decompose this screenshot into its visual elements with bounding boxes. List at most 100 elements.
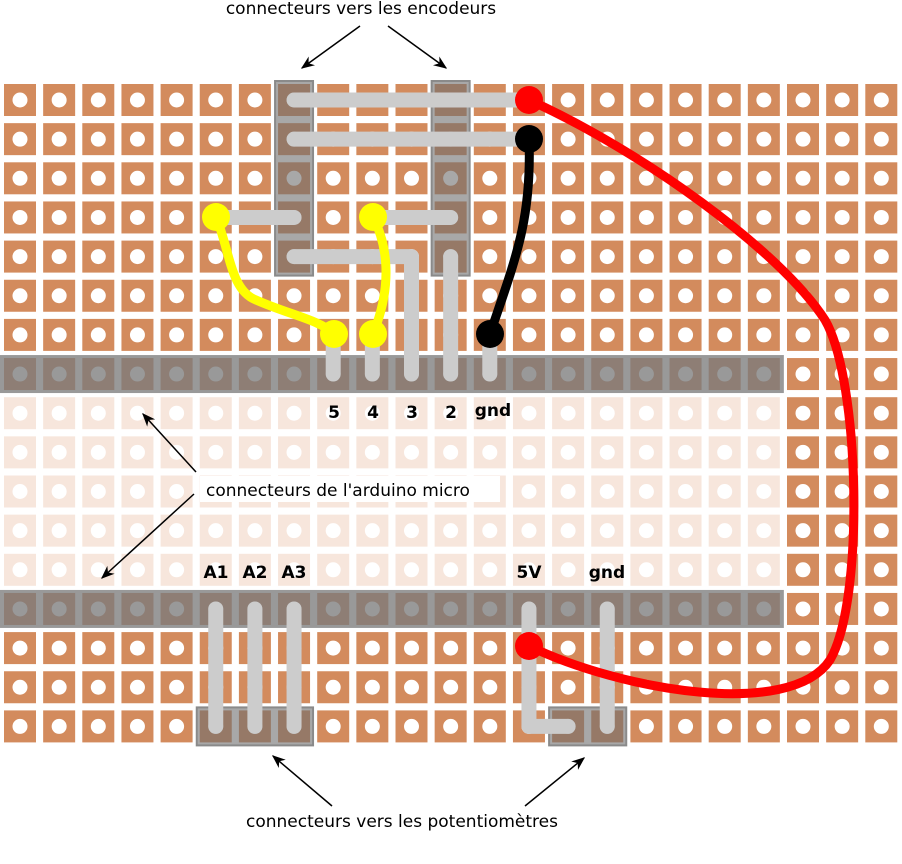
- pad-hole: [599, 288, 615, 304]
- pad-hole: [717, 405, 733, 421]
- pad-hole: [169, 679, 185, 695]
- pad-hole: [51, 679, 67, 695]
- pad-hole: [90, 327, 106, 343]
- pad-hole: [90, 523, 106, 539]
- annotation-potentiometers-text: connecteurs vers les potentiomètres: [246, 812, 558, 832]
- pad-hole: [717, 249, 733, 265]
- yellow-wire-end: [202, 203, 230, 231]
- pad-hole: [247, 92, 263, 108]
- pad-hole: [51, 92, 67, 108]
- pad-hole: [756, 562, 772, 578]
- pad-hole: [638, 170, 654, 186]
- pad-hole: [12, 484, 28, 499]
- pad-hole: [443, 640, 459, 656]
- pad-hole: [482, 288, 498, 304]
- copper-strip: [0, 355, 784, 394]
- pad-hole: [638, 288, 654, 304]
- pad-hole: [364, 405, 380, 421]
- pad-hole: [756, 601, 772, 617]
- pad-hole: [873, 405, 889, 421]
- pad-hole: [247, 366, 263, 382]
- pad-hole: [521, 562, 537, 578]
- pad-hole: [364, 444, 380, 460]
- pad-hole: [364, 562, 380, 578]
- pad-hole: [560, 131, 576, 147]
- pad-hole: [560, 679, 576, 695]
- pad-hole: [169, 640, 185, 656]
- pin-label: A3: [282, 563, 307, 583]
- pad-hole: [521, 249, 537, 265]
- pad-hole: [443, 718, 459, 734]
- pin-label: gnd: [475, 401, 511, 421]
- pad-hole: [51, 640, 67, 656]
- pin-label: 5V: [517, 563, 543, 583]
- arrow-icon: [387, 25, 448, 69]
- pad-hole: [717, 327, 733, 343]
- pad-hole: [756, 327, 772, 343]
- pad-hole: [560, 366, 576, 382]
- pad-hole: [717, 718, 733, 734]
- pad-hole: [795, 601, 811, 617]
- pad-hole: [678, 405, 694, 421]
- pad-hole: [129, 679, 145, 695]
- pad-hole: [325, 523, 341, 539]
- pad-hole: [404, 601, 419, 617]
- annotation-arduino: connecteurs de l'arduino micro: [101, 413, 500, 579]
- pad-hole: [12, 523, 28, 539]
- pad-hole: [482, 640, 498, 656]
- pad-hole: [560, 444, 576, 460]
- pad-hole: [90, 444, 106, 460]
- pad-hole: [482, 405, 498, 421]
- pad-hole: [325, 405, 341, 421]
- pad-hole: [678, 288, 694, 304]
- pad-hole: [51, 209, 67, 225]
- pad-hole: [364, 170, 380, 186]
- pad-hole: [795, 484, 811, 499]
- pad-hole: [560, 405, 576, 421]
- pad-hole: [795, 131, 811, 147]
- pad-hole: [834, 288, 850, 304]
- pad-hole: [756, 131, 772, 147]
- pad-hole: [482, 249, 498, 265]
- pad-hole: [443, 562, 459, 578]
- pad-hole: [638, 131, 654, 147]
- pad-hole: [521, 288, 537, 304]
- pad-hole: [638, 562, 654, 578]
- pad-hole: [678, 718, 694, 734]
- pad-hole: [521, 484, 537, 499]
- black-wire: [485, 134, 534, 339]
- pad-hole: [521, 366, 537, 382]
- pad-hole: [638, 405, 654, 421]
- pad-hole: [599, 209, 615, 225]
- pad-hole: [873, 170, 889, 186]
- pad-hole: [208, 562, 224, 578]
- pad-hole: [482, 209, 498, 225]
- black-wire-end: [515, 125, 543, 153]
- pad-hole: [404, 718, 419, 734]
- pad-hole: [169, 366, 185, 382]
- yellow-wire-end: [359, 203, 387, 231]
- pad-hole: [521, 405, 537, 421]
- pad-hole: [873, 718, 889, 734]
- pad-hole: [325, 288, 341, 304]
- pad-hole: [873, 288, 889, 304]
- annotation-potentiometers: connecteurs vers les potentiomètres: [246, 755, 586, 832]
- pad-hole: [51, 131, 67, 147]
- pad-hole: [286, 288, 302, 304]
- pad-hole: [599, 327, 615, 343]
- pad-hole: [443, 444, 459, 460]
- pad-hole: [12, 249, 28, 265]
- pad-hole: [560, 92, 576, 108]
- pad-hole: [404, 523, 419, 539]
- pad-hole: [521, 444, 537, 460]
- pad-hole: [51, 718, 67, 734]
- pad-hole: [717, 444, 733, 460]
- pad-hole: [678, 562, 694, 578]
- pad-hole: [521, 523, 537, 539]
- pin-label: A1: [204, 563, 229, 583]
- pad-hole: [678, 92, 694, 108]
- pad-hole: [678, 484, 694, 499]
- pad-hole: [129, 366, 145, 382]
- pad-hole: [678, 444, 694, 460]
- pad-hole: [208, 288, 224, 304]
